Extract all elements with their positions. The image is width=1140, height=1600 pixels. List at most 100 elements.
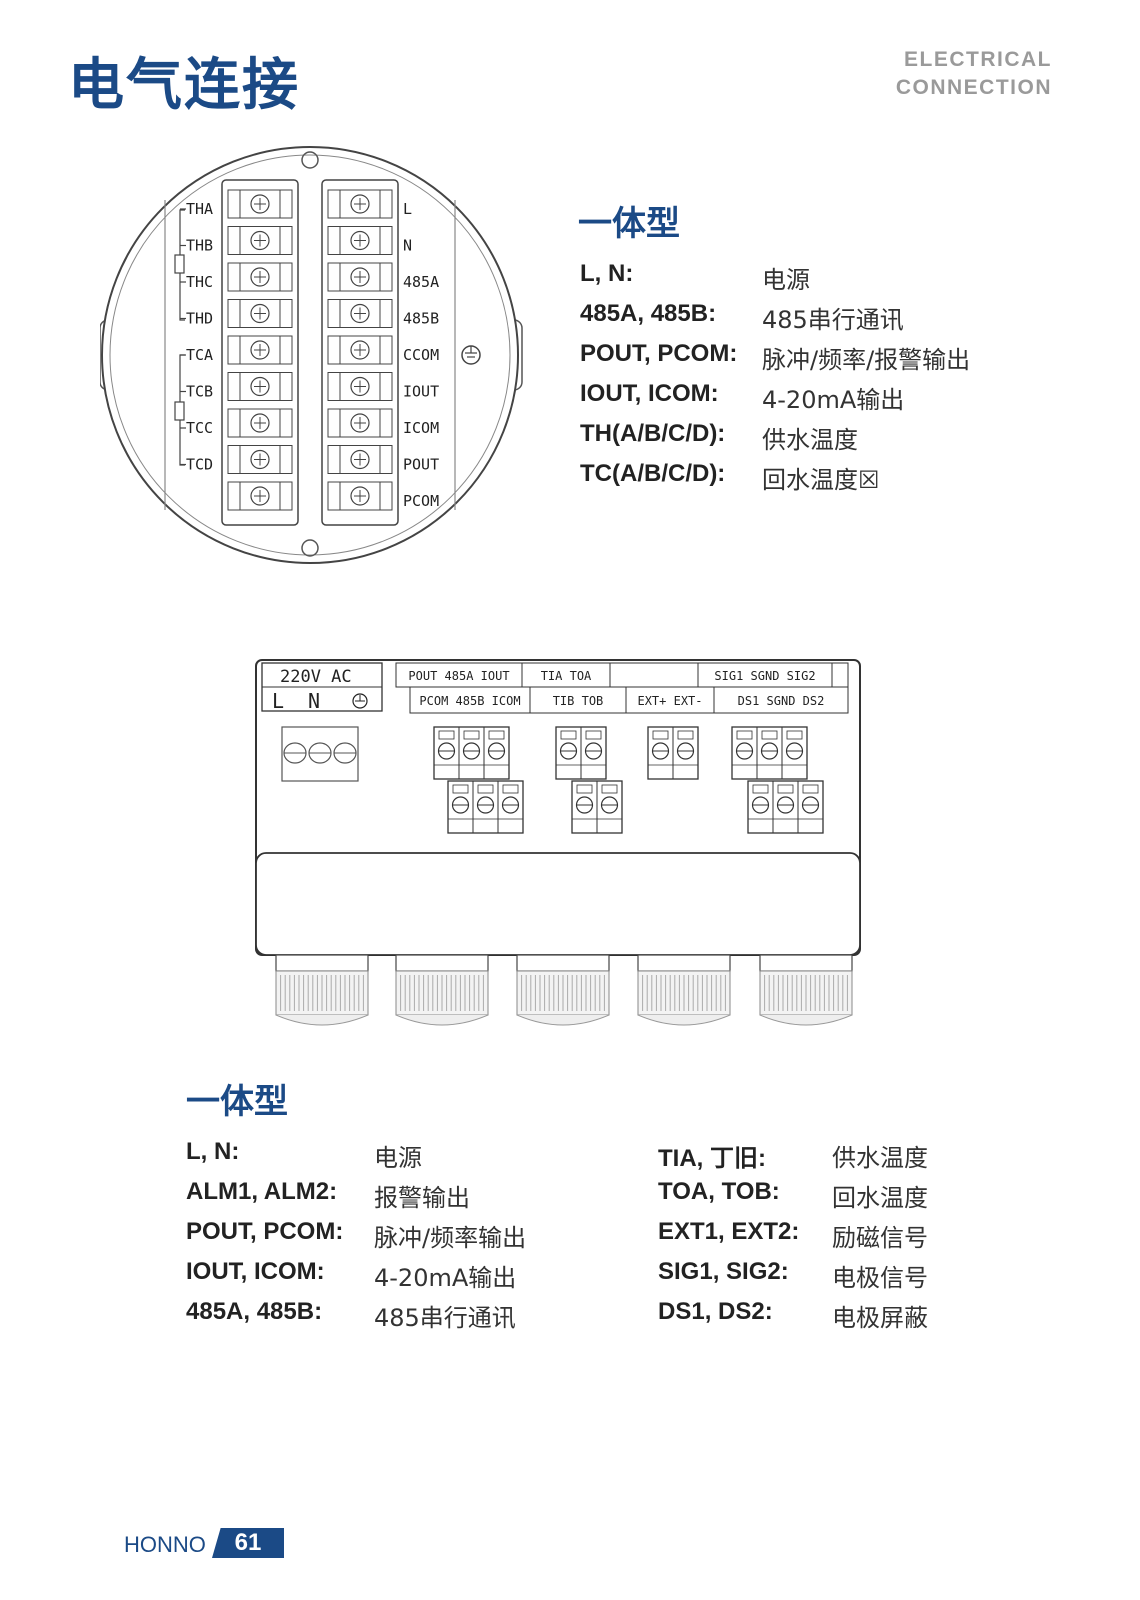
screw-icon [350, 486, 370, 506]
definition-value: 电源 [374, 1144, 422, 1172]
terminal-label: THB [186, 237, 213, 255]
screw-icon [487, 742, 506, 760]
screw-icon [350, 340, 370, 360]
definition-key: L, N: [580, 260, 634, 287]
bottom-label-ext: EXT+ EXT- [637, 694, 702, 708]
cable-gland [516, 954, 610, 972]
cable-gland [275, 954, 369, 972]
terminal-label: POUT [403, 456, 439, 474]
screw-icon [350, 449, 370, 470]
title-en-line1: ELECTRICAL [904, 48, 1052, 71]
power-connector [281, 726, 359, 782]
screw-icon [676, 742, 695, 760]
definition-key: IOUT, ICOM: [580, 380, 719, 407]
screw-icon [350, 413, 370, 433]
title-en-line2: CONNECTION [895, 76, 1052, 99]
terminal-label: THA [186, 200, 213, 218]
top-label-tia-toa: TIA TOA [541, 669, 592, 683]
definition-key: L, N: [186, 1138, 240, 1165]
definition-value: 485串行通讯 [374, 1304, 516, 1332]
screw-icon [250, 267, 270, 287]
screw-icon [250, 194, 270, 214]
definition-value: 回水温度 [832, 1184, 928, 1212]
definition-key: TIA, 丁旧: [658, 1145, 766, 1172]
terminal-label: TCB [186, 383, 213, 401]
definition-value: 脉冲/频率/报警输出 [762, 346, 971, 374]
bottom-label-tib-tob: TIB TOB [553, 694, 604, 708]
screw-icon [250, 413, 270, 433]
page-title-english: ELECTRICAL CONNECTION [896, 46, 1052, 102]
definition-key: 485A, 485B: [186, 1298, 323, 1325]
terminal-label: TCC [186, 419, 213, 437]
definition-value: 电极屏蔽 [832, 1304, 928, 1332]
definition-value: 4-20mA输出 [374, 1264, 517, 1292]
terminal-label: TCA [186, 346, 213, 364]
screw-icon [735, 742, 754, 760]
section1-heading: 一体型 [578, 204, 680, 244]
definition-value: 励磁信号 [832, 1224, 928, 1252]
screw-icon [250, 376, 270, 397]
screw-icon [584, 742, 603, 760]
footer-brand: HONNO [124, 1532, 206, 1557]
definition-key: TC(A/B/C/D): [580, 460, 726, 487]
terminal-label: PCOM [403, 492, 439, 510]
screw-icon [250, 486, 270, 506]
screw-icon [451, 796, 470, 814]
screw-icon [350, 267, 370, 287]
definition-value: 电极信号 [832, 1264, 928, 1292]
definition-key: SIG1, SIG2: [658, 1258, 789, 1285]
screw-icon [476, 796, 495, 814]
screw-icon [250, 303, 270, 324]
screw-icon [751, 796, 770, 814]
power-label: 220V AC [280, 667, 352, 687]
screw-icon [559, 742, 578, 760]
definition-key: IOUT, ICOM: [186, 1258, 325, 1285]
screw-icon [785, 742, 804, 760]
box-terminal-diagram: 220V AC L N POUT 485A IOUT TIA TOA SIG1 … [255, 659, 861, 1026]
terminal-label: L [403, 200, 412, 218]
cable-gland [395, 954, 489, 972]
definition-key: ALM1, ALM2: [186, 1178, 338, 1205]
screw-icon [462, 742, 481, 760]
page-title: 电气连接 [68, 53, 300, 118]
screw-icon [437, 742, 456, 760]
terminal-label: ICOM [403, 419, 439, 437]
screw-icon [760, 742, 779, 760]
terminal-label: TCD [186, 456, 213, 474]
definition-value: 电源 [762, 266, 810, 294]
terminal-label: N [403, 237, 412, 255]
definition-key: TH(A/B/C/D): [580, 420, 726, 447]
definition-key: 485A, 485B: [580, 300, 717, 327]
definition-key: DS1, DS2: [658, 1298, 773, 1325]
power-terminal-n: N [308, 689, 320, 713]
top-label-pout-485a-iout: POUT 485A IOUT [408, 669, 509, 683]
definition-value: 报警输出 [374, 1184, 470, 1212]
screw-icon [501, 796, 520, 814]
definition-key: EXT1, EXT2: [658, 1218, 800, 1245]
definition-value: 供水温度 [762, 426, 858, 454]
section2-heading: 一体型 [186, 1082, 288, 1122]
screw-icon [350, 194, 370, 214]
bottom-label-ds: DS1 SGND DS2 [738, 694, 825, 708]
bottom-label-pcom-485b-icom: PCOM 485B ICOM [419, 694, 520, 708]
terminal-label: IOUT [403, 383, 439, 401]
screw-icon [350, 230, 370, 251]
screw-icon [250, 449, 270, 470]
screw-icon [250, 340, 270, 360]
screw-icon [600, 796, 619, 814]
section1-definition-list: L, N: 电源 485A, 485B: 485串行通讯 POUT, PCOM: 脉冲/频… [580, 260, 1020, 520]
definition-value: 脉冲/频率输出 [374, 1224, 527, 1252]
cable-gland [759, 954, 853, 972]
screw-icon [776, 796, 795, 814]
terminal-label: 485A [403, 273, 439, 291]
screw-icon [250, 230, 270, 251]
definition-value: 485串行通讯 [762, 306, 904, 334]
definition-key: TOA, TOB: [658, 1178, 780, 1205]
screw-icon [801, 796, 820, 814]
definition-value: 回水温度☒ [762, 466, 880, 494]
page-number: 61 [212, 1528, 284, 1558]
definition-key: POUT, PCOM: [580, 340, 738, 367]
